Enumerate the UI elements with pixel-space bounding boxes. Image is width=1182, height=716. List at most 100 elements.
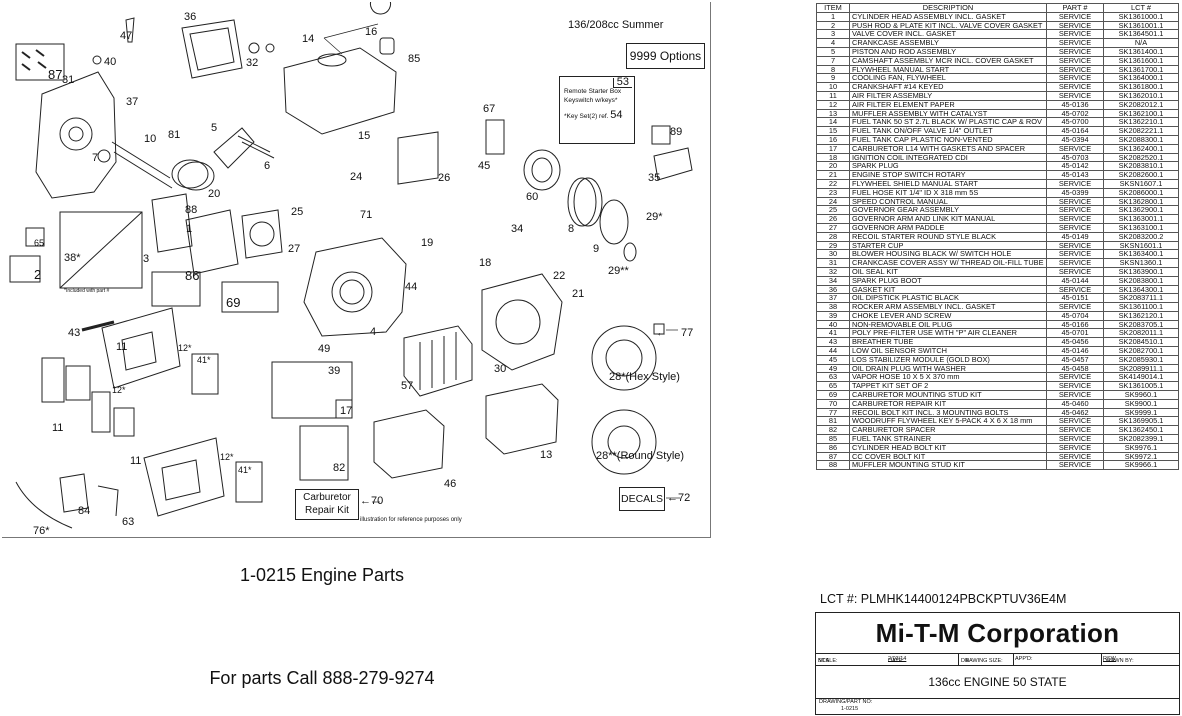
callout: 29* bbox=[646, 211, 663, 223]
item-cell: 26 bbox=[816, 214, 850, 224]
part-number-cell: SERVICE bbox=[1046, 372, 1104, 383]
description-cell: CARBURETOR L14 WITH GASKETS AND SPACER bbox=[849, 143, 1047, 154]
lct-number-cell: SK2082012.1 bbox=[1103, 99, 1179, 110]
description-cell: SPEED CONTROL MANUAL bbox=[849, 196, 1047, 207]
item-cell: 7 bbox=[816, 55, 850, 66]
item-cell: 22 bbox=[816, 178, 850, 189]
engine-block bbox=[303, 237, 407, 337]
description-cell: WOODRUFF FLYWHEEL KEY 5-PACK 4 X 6 X 18 … bbox=[849, 416, 1047, 427]
recoil-bolt-ref: ← bbox=[656, 327, 667, 339]
lct-number-cell: SK1364501.1 bbox=[1103, 29, 1179, 40]
part-number-cell: SERVICE bbox=[1046, 302, 1104, 312]
item-cell: 24 bbox=[816, 196, 850, 207]
callout: 27 bbox=[288, 243, 301, 255]
callout: 25 bbox=[291, 206, 304, 218]
callout: 36 bbox=[184, 11, 197, 23]
lct-number-cell: SK1361000.1 bbox=[1103, 11, 1179, 22]
description-cell: VAPOR HOSE 10 X 5 X 370 mm bbox=[849, 372, 1047, 383]
item-cell: 88 bbox=[816, 460, 850, 471]
lct-number-cell: SK2082520.1 bbox=[1103, 152, 1179, 163]
part-number-cell: SERVICE bbox=[1046, 205, 1104, 216]
lct-number-cell: SK9972.1 bbox=[1103, 451, 1179, 462]
lct-number-cell: SK2083711.1 bbox=[1103, 293, 1179, 304]
item-cell: 8 bbox=[816, 64, 850, 75]
drawing-metadata: SCALE: NTS DATE: 2/03/14 DRAWING SIZE: B… bbox=[816, 654, 1179, 666]
description-cell: RECOIL BOLT KIT INCL. 3 MOUNTING BOLTS bbox=[849, 407, 1047, 418]
lct-number-cell: SK1361400.1 bbox=[1103, 46, 1179, 57]
part-number-cell: SERVICE bbox=[1046, 73, 1104, 84]
part-number-cell: 45-0462 bbox=[1046, 407, 1104, 418]
item-cell: 28 bbox=[816, 231, 850, 242]
lct-number-cell: SK1364000.1 bbox=[1103, 73, 1179, 84]
callout: 8 bbox=[568, 223, 575, 235]
callout: 4 bbox=[370, 326, 377, 338]
callout: 16 bbox=[365, 26, 378, 38]
item-cell: 23 bbox=[816, 187, 850, 198]
description-cell: FLYWHEEL SHIELD MANUAL START bbox=[849, 178, 1047, 189]
options-box: 9999 Options bbox=[626, 43, 705, 69]
description-cell: CARBURETOR REPAIR KIT bbox=[849, 398, 1047, 409]
item-cell: 69 bbox=[816, 390, 850, 400]
part-number-cell: SERVICE bbox=[1046, 425, 1104, 436]
carb-kit-ref: ←70 bbox=[360, 495, 384, 507]
item-cell: 36 bbox=[816, 284, 850, 295]
part-number-cell: 45-0704 bbox=[1046, 310, 1104, 321]
muffler-b bbox=[485, 383, 559, 455]
description-cell: GOVERNOR ARM PADDLE bbox=[849, 222, 1047, 233]
parts-table-header: ITEM DESCRIPTION PART # LCT # bbox=[816, 3, 1179, 13]
lct-number-cell: SK1362210.1 bbox=[1103, 117, 1179, 128]
crankcase-cover bbox=[35, 71, 117, 199]
description-cell: PUSH ROD & PLATE KIT INCL. VALVE COVER G… bbox=[849, 20, 1047, 31]
description-cell: BLOWER HOUSING BLACK W/ SWITCH HOLE bbox=[849, 249, 1047, 260]
item-cell: 14 bbox=[816, 117, 850, 128]
item-cell: 39 bbox=[816, 310, 850, 321]
description-cell: CC COVER BOLT KIT bbox=[849, 451, 1047, 462]
description-cell: MUFFLER MOUNTING STUD KIT bbox=[849, 460, 1047, 471]
callout: 67 bbox=[483, 103, 496, 115]
part-number-cell: SERVICE bbox=[1046, 196, 1104, 207]
callout: 10 bbox=[144, 133, 157, 145]
part-number-cell: SERVICE bbox=[1046, 64, 1104, 75]
description-cell: VALVE COVER INCL. GASKET bbox=[849, 29, 1047, 40]
item-cell: 2 bbox=[816, 20, 850, 31]
description-cell: FUEL TANK STRAINER bbox=[849, 434, 1047, 444]
exploded-parts-drawing: 47 36 16 14 85 87 40 31 32 37 10 81 5 6 … bbox=[2, 2, 711, 538]
lct-number-cell: SKSN1601.1 bbox=[1103, 240, 1179, 251]
fuel-tank bbox=[283, 47, 397, 135]
season-label: 136/208cc Summer bbox=[568, 19, 664, 31]
callout: 2 bbox=[34, 267, 42, 282]
part-number-cell: 45-0136 bbox=[1046, 99, 1104, 110]
callout: 24 bbox=[350, 171, 363, 183]
description-cell: FUEL TANK 50 ST 2.7L BLACK W/ PLASTIC CA… bbox=[849, 117, 1047, 128]
description-cell: ENGINE STOP SWITCH ROTARY bbox=[849, 170, 1047, 180]
description-cell: PISTON AND ROD ASSEMBLY bbox=[849, 46, 1047, 57]
lct-number-cell: SK1361005.1 bbox=[1103, 381, 1179, 392]
item-cell: 27 bbox=[816, 222, 850, 233]
lct-number-cell: SK1369905.1 bbox=[1103, 416, 1179, 427]
callout: 60 bbox=[526, 191, 539, 203]
lct-number-cell: SK1362800.1 bbox=[1103, 196, 1179, 207]
callout: 11 bbox=[116, 341, 128, 353]
callout: 5 bbox=[211, 122, 218, 134]
carb-line-2: Repair Kit bbox=[305, 505, 349, 516]
part-number-cell: 45-0458 bbox=[1046, 363, 1104, 374]
item-cell: 9 bbox=[816, 73, 850, 84]
lct-number-cell: SK1361700.1 bbox=[1103, 64, 1179, 75]
item-cell: 63 bbox=[816, 372, 850, 383]
callout: 85 bbox=[408, 53, 421, 65]
bolt-kit-box bbox=[15, 43, 65, 81]
